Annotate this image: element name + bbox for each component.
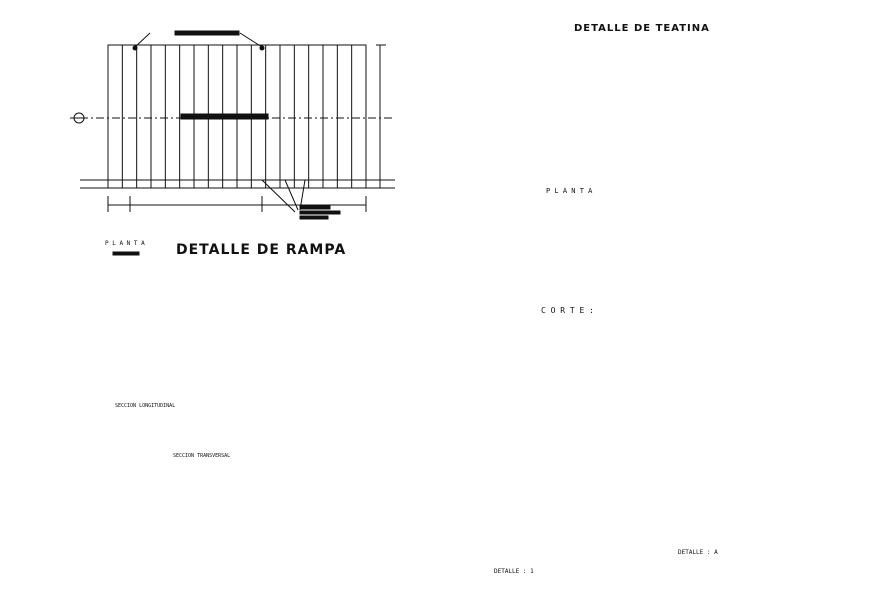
skylight-detail-title: DETALLE DE TEATINA [574,23,710,34]
detail-a-label: DETALLE : A [678,549,718,556]
detail-1-label: DETALLE : 1 [494,568,534,575]
transverse-section-label: SECCION TRANSVERSAL [173,453,231,459]
ramp-plan-center-label-block [180,113,269,120]
ramp-plan-slats [121,45,353,188]
ramp-plan-view [70,30,395,256]
skylight-plan-label: P L A N T A [546,187,593,195]
ramp-plan-top-label-block [174,30,240,36]
section-cut-label: C O R T E : [541,306,594,315]
ramp-detail-title: DETALLE DE RAMPA [176,242,347,258]
longitudinal-section-label: SECCION LONGITUDINAL [115,403,176,409]
ramp-plan-label: P L A N T A [105,240,145,247]
